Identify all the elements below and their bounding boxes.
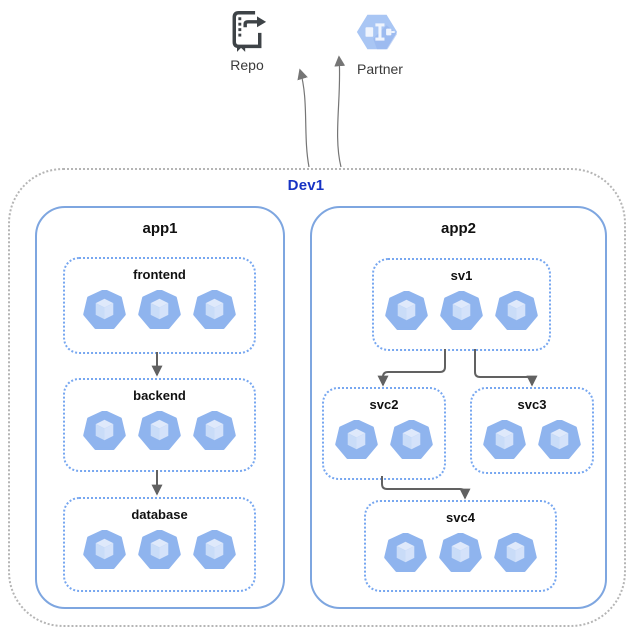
service-sv1-label: sv1 xyxy=(450,268,473,283)
sv1-pods xyxy=(374,291,549,331)
pod-icon xyxy=(138,290,181,330)
pod-icon xyxy=(390,420,433,460)
source-repository-icon xyxy=(232,11,267,52)
arrow-dev1-repo xyxy=(297,68,310,168)
arrow-dev1-partner xyxy=(334,55,346,168)
svc3-pods xyxy=(472,420,592,460)
service-svc2: svc2 xyxy=(322,387,446,480)
pod-icon xyxy=(440,291,483,331)
service-svc4: svc4 xyxy=(364,500,557,592)
frontend-pods xyxy=(65,290,254,330)
app2-label: app2 xyxy=(440,220,476,237)
pod-icon xyxy=(138,530,181,570)
app1-label: app1 xyxy=(142,220,178,237)
pod-icon xyxy=(83,530,126,570)
svc2-pods xyxy=(324,420,444,460)
service-database: database xyxy=(63,497,256,592)
service-backend: backend xyxy=(63,378,256,472)
pod-icon xyxy=(384,533,427,573)
pod-icon xyxy=(483,420,526,460)
service-sv1: sv1 xyxy=(372,258,551,351)
pod-icon xyxy=(83,411,126,451)
svc4-pods xyxy=(366,533,555,573)
service-svc3: svc3 xyxy=(470,387,594,474)
service-svc4-label: svc4 xyxy=(446,510,475,525)
pod-icon xyxy=(193,530,236,570)
database-pods xyxy=(65,530,254,570)
pod-icon xyxy=(335,420,378,460)
partner-hexagon-icon xyxy=(356,14,398,50)
pod-icon xyxy=(439,533,482,573)
repo-label: Repo xyxy=(230,57,264,73)
service-backend-label: backend xyxy=(133,388,186,403)
service-database-label: database xyxy=(131,507,188,522)
service-frontend-label: frontend xyxy=(133,267,186,282)
pod-icon xyxy=(538,420,581,460)
pod-icon xyxy=(193,411,236,451)
pod-icon xyxy=(138,411,181,451)
pod-icon xyxy=(495,291,538,331)
service-frontend: frontend xyxy=(63,257,256,354)
service-svc2-label: svc2 xyxy=(369,397,399,412)
partner-label: Partner xyxy=(357,61,403,77)
backend-pods xyxy=(65,411,254,451)
pod-icon xyxy=(385,291,428,331)
pod-icon xyxy=(193,290,236,330)
environment-label: Dev1 xyxy=(287,177,325,194)
pod-icon xyxy=(83,290,126,330)
pod-icon xyxy=(494,533,537,573)
service-svc3-label: svc3 xyxy=(517,397,547,412)
